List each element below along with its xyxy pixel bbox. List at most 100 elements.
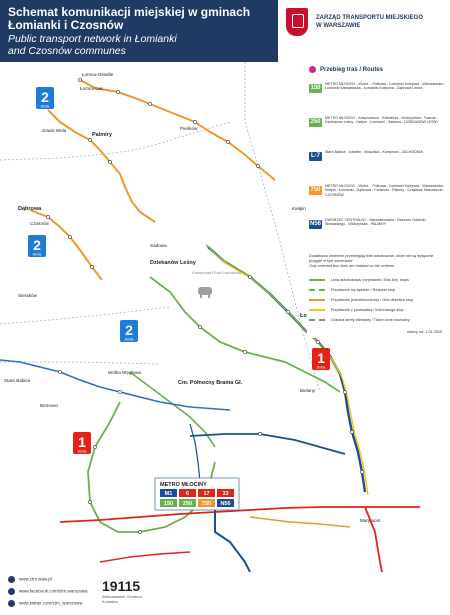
- footer-facebook[interactable]: www.facebook.com/ztm.warszawa: [8, 588, 88, 595]
- metro-line-label: 17: [203, 491, 209, 497]
- zone-number: 2: [33, 237, 41, 253]
- place-sowia: Sowia Wola: [42, 128, 67, 133]
- footer-twitter[interactable]: www.twitter.com/ztm_warszawa: [8, 600, 82, 607]
- metro-line-label: 6: [186, 491, 189, 497]
- metro-line-m1[interactable]: [214, 502, 251, 572]
- legend-key-text: Przystanek z przesiadką / Interchange st…: [331, 308, 404, 312]
- zone-number: 2: [41, 89, 49, 105]
- metro-line-badge[interactable]: [179, 489, 196, 497]
- footer-web[interactable]: www.ztm.waw.pl: [8, 576, 52, 583]
- twitter-icon: [8, 600, 15, 607]
- zone-label: strefa: [125, 338, 134, 342]
- zone-boundary-3: [0, 361, 161, 365]
- metro-line-badge[interactable]: [160, 499, 177, 507]
- route-badge: N56: [309, 220, 322, 229]
- place-wolka: Wólka Węglowa: [108, 370, 141, 375]
- route-description: METRO MŁOCINY - Wólcz. - Pułkowa - Łomia…: [325, 184, 445, 197]
- metro-title: METRO MŁOCINY: [160, 482, 207, 488]
- place-dabrowa: Dąbrowa: [18, 206, 42, 212]
- route-750-west[interactable]: [47, 109, 121, 175]
- page-title: Schemat komunikacji miejskiej w gminach: [8, 5, 251, 19]
- stops[interactable]: [46, 78, 364, 534]
- tram-line-33[interactable]: [99, 551, 191, 563]
- place-stare-babice: Stare Babice: [4, 378, 31, 383]
- route-badge: L-7: [309, 152, 322, 161]
- route-750-link[interactable]: [119, 173, 156, 223]
- metro-line-label: 250: [183, 501, 192, 507]
- page-subtitle: Public transport network in Łomianki: [8, 33, 177, 45]
- legend-heading: Przebieg tras / Routes: [307, 66, 447, 76]
- tram-line-17[interactable]: [364, 506, 383, 572]
- legend-key-text: Przystanek na żądanie / Request stop: [331, 288, 395, 292]
- place-kielpin: Kiełpin: [292, 206, 306, 211]
- metro-line-badge[interactable]: [160, 489, 177, 497]
- route-181-link[interactable]: [189, 423, 201, 483]
- place-sierakow: Sieraków: [18, 293, 38, 298]
- route-description: METRO MŁOCINY - Kasprowicza - Sokratesa …: [325, 116, 439, 125]
- metro-line-badge[interactable]: [217, 499, 234, 507]
- route-750-south[interactable]: [249, 516, 351, 528]
- route-description: DWORZEC CENTRALNY - Marszałkowska - Dwor…: [325, 218, 428, 227]
- kampinoski-park-icon: [198, 287, 212, 298]
- metro-line-badge[interactable]: [198, 499, 215, 507]
- route-l7[interactable]: [0, 359, 231, 411]
- place-pienkow: Pieńków: [180, 126, 198, 131]
- footer: www.ztm.waw.pl www.facebook.com/ztm.wars…: [0, 572, 450, 615]
- zone-label: strefa: [78, 450, 87, 454]
- place-palmiry: Palmiry: [92, 132, 113, 138]
- route-description: METRO MŁOCINY - Wólcz. - Pułkowa - Łomia…: [325, 82, 445, 91]
- globe-icon: [8, 576, 15, 583]
- tram-line-6[interactable]: [59, 506, 420, 523]
- legend-note-en: Only selected bus lines are marked on th…: [309, 264, 395, 268]
- place-komornica: Łomna-Osiedle: [82, 72, 114, 77]
- legend-note: Dodatkowo zmiennie przebiegają linie aut…: [309, 254, 434, 263]
- place-bemowo: Bemowo: [40, 403, 58, 408]
- route-badge: 750: [309, 186, 322, 195]
- legend-key-symbol: [309, 289, 325, 296]
- place-kampinoski: Kampinoski Park Narodowy: [192, 270, 241, 275]
- route-750-north[interactable]: [79, 79, 276, 181]
- metro-line-label: 150: [164, 501, 173, 507]
- place-dziekanow: Dziekanów Leśny: [150, 260, 197, 266]
- legend-key-symbol: [309, 279, 325, 286]
- route-icon: [309, 66, 316, 73]
- zone-boundary-2: [0, 306, 171, 325]
- footer-phone-label: Warszawskie Centrum Kontaktu: [102, 594, 142, 604]
- metro-line-badge[interactable]: [198, 489, 215, 497]
- org-name: ZARZĄD TRANSPORTU MIEJSKIEGO W WARSZAWIE: [316, 15, 424, 29]
- ztm-brand[interactable]: ZARZĄD TRANSPORTU MIEJSKIEGO W WARSZAWIE: [278, 0, 450, 62]
- legend-key-text: Linia autobusowa, przystanek / Bus line,…: [331, 278, 409, 282]
- page-title-line2: Łomianki i Czosnów: [8, 18, 124, 32]
- metro-line-badge[interactable]: [217, 489, 234, 497]
- zone-number: 1: [78, 434, 86, 450]
- route-badge: 250: [309, 118, 322, 127]
- metro-line-badge[interactable]: [179, 499, 196, 507]
- metro-line-label: N56: [220, 501, 230, 507]
- route-181[interactable]: [189, 433, 346, 455]
- zone-number: 2: [125, 322, 133, 338]
- page-subtitle-line2: and Czosnów communes: [8, 45, 126, 57]
- legend-key-symbol: [309, 299, 325, 306]
- metro-line-label: 33: [222, 491, 228, 497]
- zone-boundary-4: [244, 62, 321, 393]
- zone-boundary: [0, 121, 231, 161]
- place-czosnow: Czosnów: [30, 221, 50, 226]
- route-description: Stare Babice - Izabelin - Mościska - Kam…: [325, 150, 423, 154]
- legend-key-text: Granica strefy biletowej / Ticket zone b…: [331, 318, 410, 322]
- zone-label: strefa: [41, 105, 50, 109]
- place-cm-polnocny: Cm. Północny Brama Gł.: [178, 380, 243, 386]
- warsaw-crest-icon: [286, 8, 308, 36]
- header-banner: Schemat komunikacji miejskiej w gminach …: [0, 0, 450, 62]
- footer-phone[interactable]: 19115: [102, 578, 141, 594]
- legend-key-text: Przystanek jednokierunkowy / One directi…: [331, 298, 414, 302]
- place-marymont: Marymont: [360, 518, 381, 523]
- place-sadowa: Sadowa: [150, 243, 167, 248]
- facebook-icon: [8, 588, 15, 595]
